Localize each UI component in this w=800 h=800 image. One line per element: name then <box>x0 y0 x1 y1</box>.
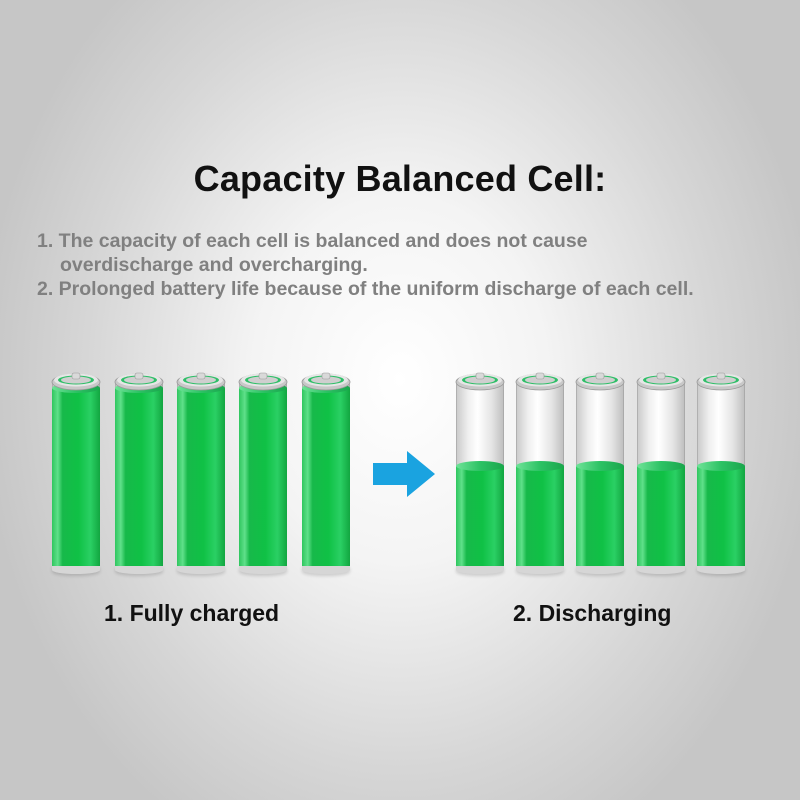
description-line-1: 1. The capacity of each cell is balanced… <box>37 230 588 252</box>
discharging-battery-3 <box>575 370 625 574</box>
battery-body <box>516 382 564 570</box>
discharging-battery-1 <box>455 370 505 574</box>
charged-battery-2 <box>114 370 164 574</box>
battery-charge-level <box>697 461 745 570</box>
battery-charge-level <box>177 383 225 570</box>
charged-battery-5 <box>301 370 351 574</box>
battery-base <box>516 566 564 574</box>
battery-base <box>637 566 685 574</box>
battery-terminal-icon <box>176 370 226 391</box>
battery-body <box>239 382 287 570</box>
battery-base <box>302 566 350 574</box>
battery-terminal-icon <box>636 370 686 391</box>
battery-terminal-icon <box>114 370 164 391</box>
discharging-battery-5 <box>696 370 746 574</box>
battery-body <box>637 382 685 570</box>
discharging-battery-4 <box>636 370 686 574</box>
battery-charge-level <box>456 461 504 570</box>
battery-terminal-icon <box>301 370 351 391</box>
description-line-1-cont: overdischarge and overcharging. <box>60 254 368 276</box>
battery-body <box>697 382 745 570</box>
battery-body <box>177 382 225 570</box>
battery-body <box>52 382 100 570</box>
battery-body <box>302 382 350 570</box>
discharging-battery-2 <box>515 370 565 574</box>
fully-charged-label: 1. Fully charged <box>104 600 280 626</box>
battery-body <box>115 382 163 570</box>
battery-body <box>456 382 504 570</box>
battery-charge-level <box>52 383 100 570</box>
battery-charge-level <box>516 461 564 570</box>
charged-battery-1 <box>51 370 101 574</box>
battery-base <box>177 566 225 574</box>
description: 1. The capacity of each cell is balanced… <box>37 229 694 301</box>
battery-base <box>52 566 100 574</box>
battery-base <box>115 566 163 574</box>
arrow-right-icon <box>373 451 435 497</box>
battery-base <box>697 566 745 574</box>
description-line-2: 2. Prolonged battery life because of the… <box>37 278 694 300</box>
discharging-label: 2. Discharging <box>513 600 672 626</box>
battery-terminal-icon <box>696 370 746 391</box>
battery-charge-level <box>239 383 287 570</box>
battery-terminal-icon <box>238 370 288 391</box>
battery-charge-level <box>302 383 350 570</box>
battery-body <box>576 382 624 570</box>
battery-terminal-icon <box>455 370 505 391</box>
battery-charge-level <box>115 383 163 570</box>
battery-base <box>576 566 624 574</box>
charged-battery-3 <box>176 370 226 574</box>
charged-battery-4 <box>238 370 288 574</box>
battery-terminal-icon <box>515 370 565 391</box>
battery-terminal-icon <box>51 370 101 391</box>
battery-charge-level <box>576 461 624 570</box>
battery-base <box>239 566 287 574</box>
battery-terminal-icon <box>575 370 625 391</box>
battery-base <box>456 566 504 574</box>
page-title: Capacity Balanced Cell: <box>193 158 607 199</box>
battery-charge-level <box>637 461 685 570</box>
